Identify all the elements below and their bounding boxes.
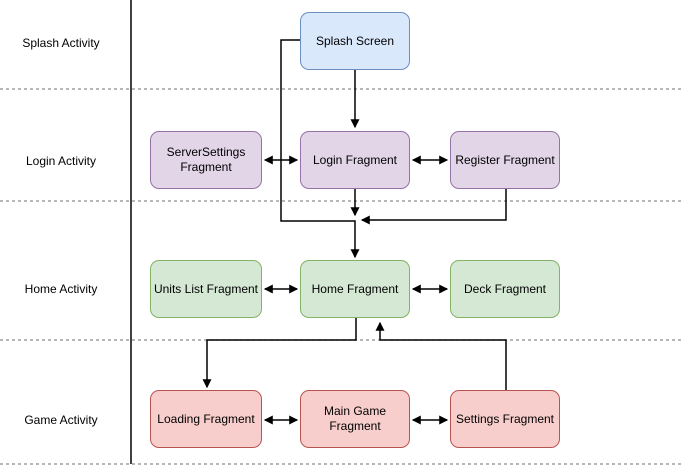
node-serversettings-fragment: ServerSettings Fragment [150,131,262,189]
lane-label-login-activity: Login Activity [25,154,97,168]
node-home-fragment: Home Fragment [300,260,410,318]
lane-label-home-activity: Home Activity [24,282,98,296]
node-login-fragment: Login Fragment [300,131,410,189]
lane-label-splash-activity: Splash Activity [22,36,100,50]
node-settings-fragment: Settings Fragment [450,390,560,448]
node-units-list-fragment: Units List Fragment [150,260,262,318]
node-splash-screen: Splash Screen [300,12,410,70]
lane-label-game-activity: Game Activity [24,413,98,427]
edge-home-to-loading [202,318,357,389]
edge-register-to-home-junction [360,188,507,225]
node-loading-fragment: Loading Fragment [150,390,262,448]
edge-splash-to-home [280,39,360,259]
node-deck-fragment: Deck Fragment [450,260,560,318]
edge-settings-to-home [375,321,507,390]
node-register-fragment: Register Fragment [450,131,560,189]
node-main-game-fragment: Main Game Fragment [300,390,410,448]
